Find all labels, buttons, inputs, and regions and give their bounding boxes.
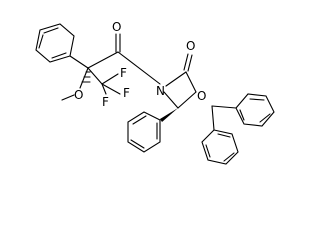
phenyl-ring-bottom-right <box>201 129 239 165</box>
bond-carbonyl-to-nitrogen <box>117 51 161 85</box>
bond-cf3-f2 <box>101 83 121 95</box>
ketone-oxygen-label: O <box>112 20 121 34</box>
bond-cf3-f3 <box>101 83 107 95</box>
bond-ring-carbonyl-double-1 <box>183 53 189 71</box>
stereo-wedge-bond <box>160 108 178 122</box>
bond-c5-to-bottom-phenyl <box>211 105 215 131</box>
fluorine-label-3: F <box>102 95 109 109</box>
methoxy-oxygen-label: O <box>74 88 83 102</box>
bond-quaternary-carbon-to-cf3 <box>87 67 103 85</box>
fluorine-label-2: F <box>123 86 130 100</box>
phenyl-ring-right <box>235 93 275 127</box>
bond-cf3-f1 <box>101 73 119 85</box>
chemical-structure: O O F F F N O O <box>35 20 275 165</box>
bond-methoxy-to-methyl <box>61 94 75 101</box>
bond-phenyl-to-quaternary-carbon <box>69 55 89 69</box>
ring-oxygen-label: O <box>197 89 206 103</box>
bond-c5-to-right-phenyl <box>211 105 237 109</box>
bond-ring-carbonyl-double-2 <box>187 54 193 72</box>
bond-quaternary-carbon-to-methoxy <box>79 67 89 89</box>
bond-quaternary-carbon-to-carbonyl <box>87 51 119 69</box>
phenyl-ring-top-left <box>35 23 75 63</box>
stereo-hash-bond <box>81 71 91 83</box>
phenyl-ring-bottom-left <box>127 111 161 153</box>
fluorine-label-1: F <box>120 66 127 80</box>
nitrogen-label: N <box>156 84 165 98</box>
oxazolidinone-ring <box>163 71 197 109</box>
ring-carbonyl-oxygen-label: O <box>186 39 195 53</box>
